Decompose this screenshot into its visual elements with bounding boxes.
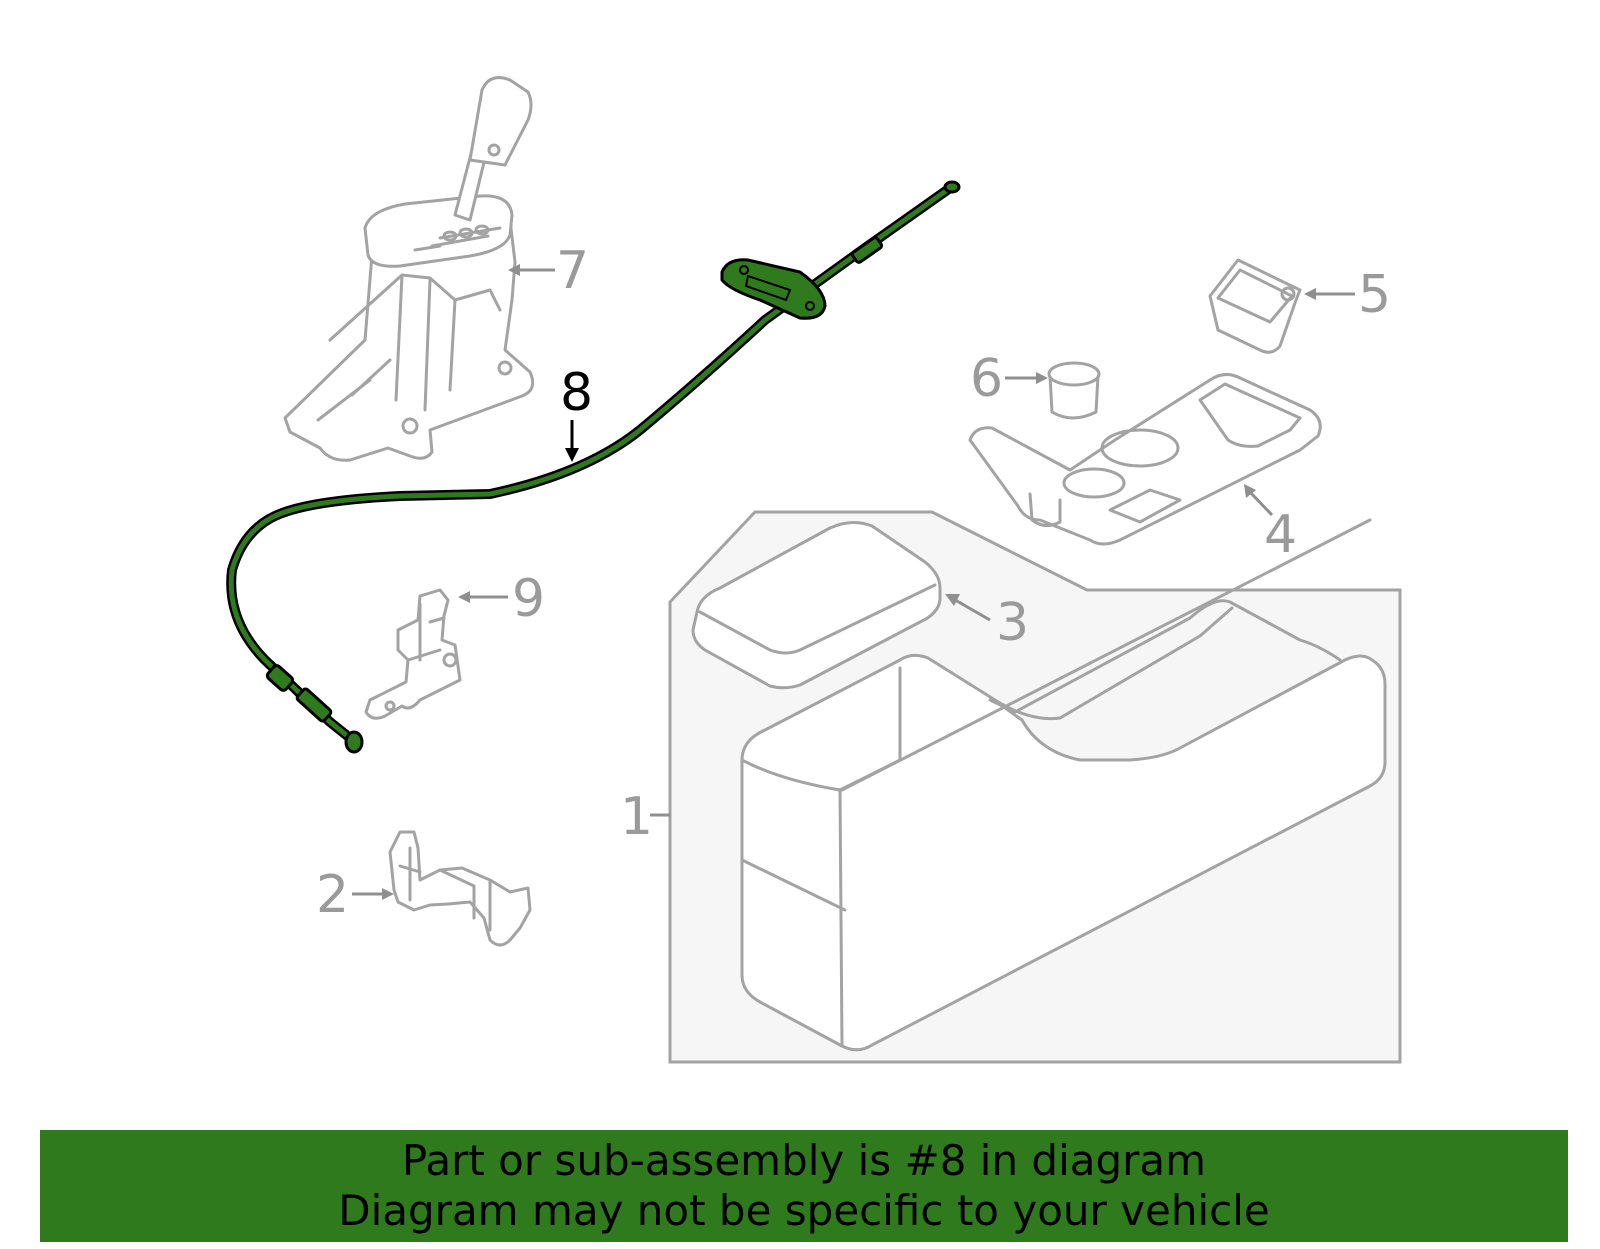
part-6-insert-group (1005, 361, 1101, 420)
callout-7: 7 (556, 241, 589, 301)
part-7-shifter-knob (468, 76, 533, 167)
callout-2: 2 (316, 865, 349, 925)
callout-8: 8 (560, 363, 593, 423)
part-1-console-corner (838, 788, 844, 1048)
part-5-tray-group (1208, 258, 1355, 354)
part-8-arrowhead (565, 448, 579, 462)
part-9-bracket (364, 588, 462, 720)
part-8-lower-fitting-1 (265, 664, 295, 692)
part-9-bracket-group (364, 588, 508, 720)
part-8-cable (228, 185, 953, 745)
callout-9: 9 (512, 569, 545, 629)
info-banner: Part or sub-assembly is #8 in diagram Di… (40, 1130, 1568, 1242)
part-8-cable-group (226, 180, 961, 754)
part-9-bracket-hole-2 (442, 652, 458, 668)
part-7-shifter-bolt-2 (497, 360, 513, 376)
part-5-tray (1208, 258, 1302, 354)
part-2-bracket-detail (398, 846, 492, 932)
part-4-trim (968, 373, 1322, 546)
callout-3: 3 (996, 593, 1029, 653)
part-9-bracket-hole (384, 700, 396, 712)
part-4-cupholder-2 (1062, 467, 1126, 499)
part-8-mount-slot (744, 274, 792, 302)
part-7-shifter-group (283, 76, 555, 462)
part-2-bracket-group (352, 830, 532, 947)
part-6-arrowhead (1036, 372, 1048, 384)
part-7-arrowhead (508, 264, 520, 276)
part-7-shifter-frame (316, 273, 502, 422)
part-1-console-seam (740, 858, 847, 912)
part-3-lid-group (691, 521, 991, 690)
part-7-shifter-slots (413, 226, 502, 252)
part-1-console-body (740, 653, 1387, 1052)
part-8-upper-fitting (850, 236, 884, 264)
part-5-tray-hole (1280, 286, 1296, 302)
part-7-shifter-bolt (401, 417, 419, 435)
part-4-cup-bottom (1028, 492, 1062, 527)
part-1-console-side (840, 518, 1372, 792)
part-9-arrowhead (458, 591, 470, 603)
callout-5: 5 (1358, 265, 1391, 325)
part-3-lid-top (698, 583, 937, 655)
part-8-lower-end (344, 730, 364, 754)
part-3-leader (949, 595, 991, 622)
part-8-mount-hole-2 (805, 301, 815, 311)
part-4-cupholder-1 (1100, 428, 1180, 468)
part-5-tray-rim (1216, 268, 1294, 324)
banner-line-1: Part or sub-assembly is #8 in diagram (401, 1136, 1207, 1185)
part-7-shifter-btn-2 (458, 227, 474, 239)
part-3-arrowhead (945, 594, 960, 606)
part-9-bracket-detail (406, 602, 446, 662)
part-4-leader (1246, 488, 1274, 517)
part-1-console-ridge-2 (993, 606, 1234, 721)
part-7-shifter-plate (363, 194, 514, 268)
part-7-shifter-button (487, 143, 501, 157)
part-4-tray (1198, 382, 1302, 448)
banner-line-2: Diagram may not be specific to your vehi… (338, 1186, 1270, 1235)
part-1-console-ridge (988, 599, 1342, 714)
part-2-arrowhead (382, 888, 394, 900)
part-5-arrowhead (1304, 288, 1316, 300)
callout-1: 1 (620, 787, 653, 847)
part-3-lid (691, 521, 942, 690)
part-7-shifter-btn-1 (442, 230, 458, 242)
part-8-lower-fitting-2 (295, 687, 333, 723)
callout-6: 6 (970, 349, 1003, 409)
part-4-trim-group (968, 373, 1322, 546)
part-6-insert-top (1047, 361, 1101, 387)
part-8-mount-hole (739, 265, 749, 275)
callout-4: 4 (1264, 505, 1297, 565)
part-4-arrowhead (1244, 484, 1256, 498)
part-8-upper-end (943, 180, 961, 194)
part-6-insert-body (1048, 375, 1100, 420)
part-4-slot (1108, 488, 1182, 524)
part-7-shifter-btn-3 (474, 224, 490, 236)
